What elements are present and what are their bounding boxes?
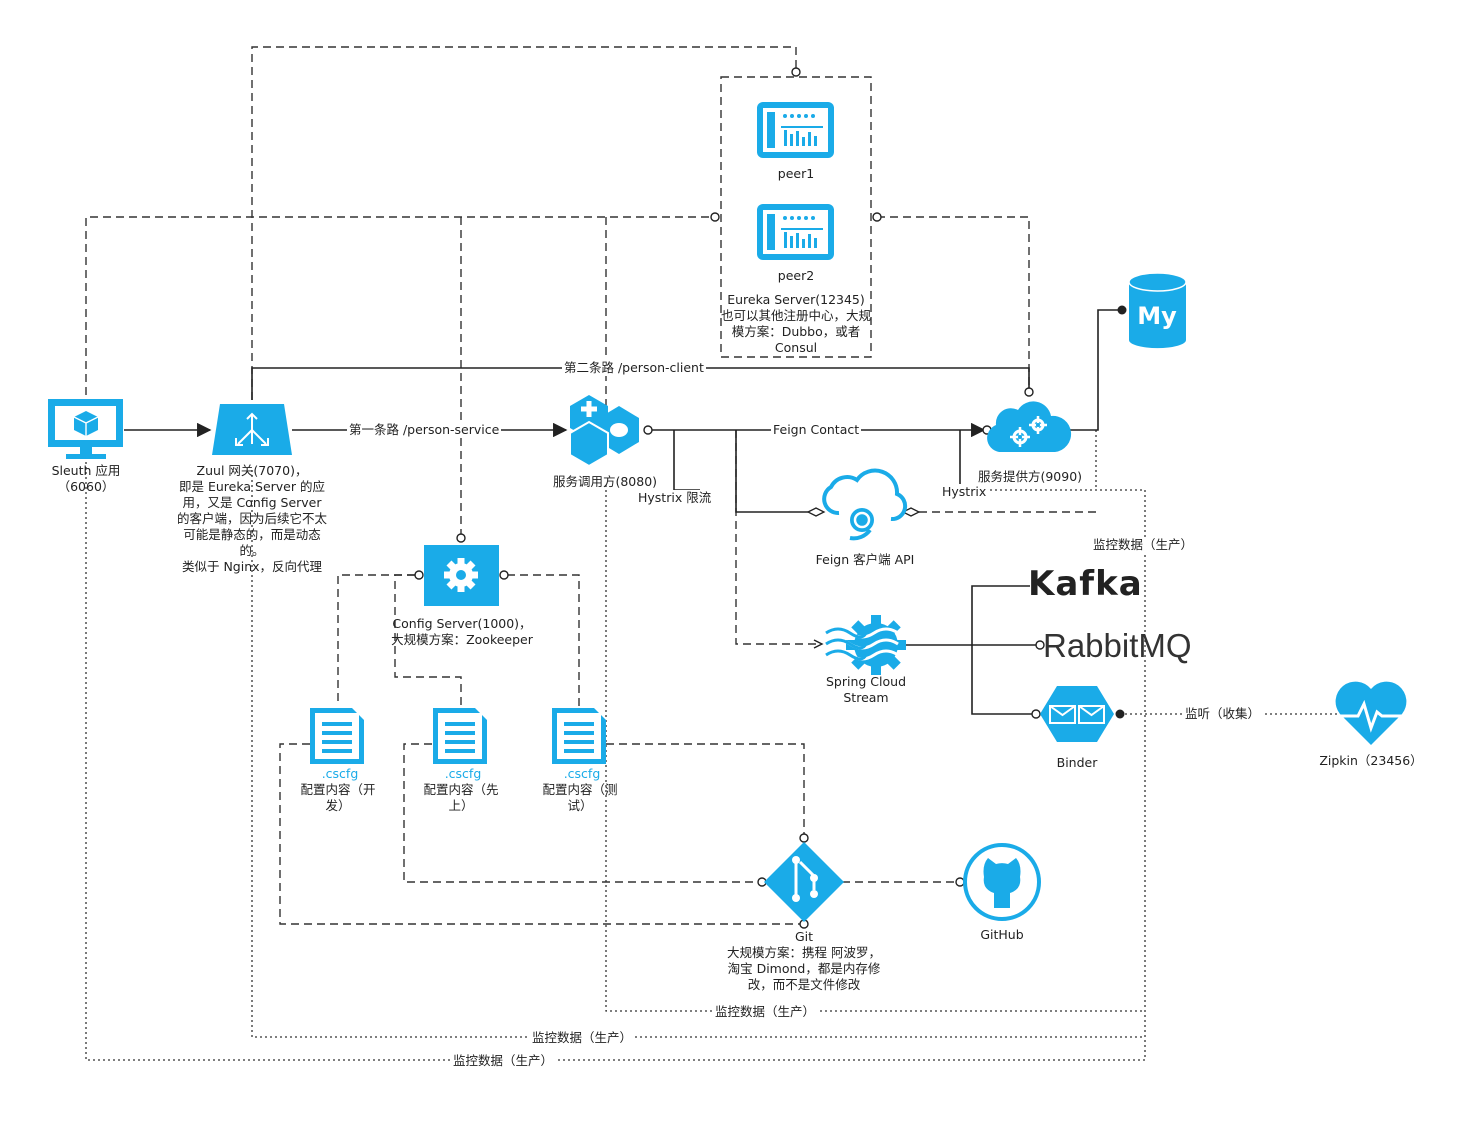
diamond-markers [806,507,921,517]
kafka-logo: Kafka [1028,564,1143,604]
feign-api-label: Feign 客户端 API [815,552,915,567]
connector-points [414,67,1045,929]
cloud-gears-icon [987,401,1072,453]
heartbeat-icon [1335,681,1407,745]
stream-waves-icon [825,615,906,675]
sleuth-label: Sleuth 应用 （6060） [51,463,121,494]
rabbitmq-logo: RabbitMQ [1043,627,1192,664]
zuul-label: Zuul 网关(7070)， 即是 Eureka Server 的应 用，又是 … [176,463,327,574]
cfg-test-ext: .cscfg [563,766,601,781]
envelope-hexagon-icon [1040,686,1114,742]
consumer-label: 服务调用方(8080) [552,474,658,489]
feign-contact-label: Feign Contact [771,422,862,438]
stream-label: Spring Cloud Stream [825,674,907,705]
cfg-dev-label: 配置内容（开 发） [300,782,376,813]
cfg-prod-label: 配置内容（先 上） [423,782,499,813]
monitor-label-zuul: 监控数据（生产） [530,1030,635,1046]
listen-label: 监听（收集） [1183,706,1263,722]
server-panel-icon [757,102,834,158]
monitor-line-sleuth [85,462,1146,1061]
binder-label: Binder [1056,755,1098,770]
monitor-label-provider: 监控数据（生产） [1091,537,1196,553]
document-icon [433,708,487,764]
route1-label: 第一条路 /person-service [347,422,502,438]
hystrix-label: Hystrix [940,484,989,500]
cfg-test-label: 配置内容（测 试） [542,782,618,813]
cloud-client-icon [822,468,908,541]
server-panel-icon [757,204,834,260]
monitor-line-zuul [251,470,1145,1038]
gear-icon [424,545,499,606]
document-icon [310,708,364,764]
monitor-line-consumer [605,485,1145,1012]
dashed-lines [85,46,1096,925]
route2-label: 第二条路 /person-client [562,360,706,376]
cfg-prod-ext: .cscfg [444,766,482,781]
config-server-label: Config Server(1000)， 大规模方案：Zookeeper [391,616,533,647]
mysql-database-icon [1128,272,1187,349]
hystrix-limit-label: Hystrix 限流 [636,490,714,506]
filled-connector-points [1115,305,1127,719]
git-icon [764,842,844,922]
hexagon-cluster-icon [569,395,639,468]
github-octocat-icon [963,843,1041,921]
peer1-label: peer1 [777,166,815,181]
monitor-label-consumer: 监控数据（生产） [713,1004,818,1020]
github-label: GitHub [980,927,1024,942]
document-icon [552,708,606,764]
eureka-label: Eureka Server(12345) 也可以其他注册中心，大规 模方案：Du… [720,292,871,355]
provider-label: 服务提供方(9090) [977,469,1083,484]
gateway-icon [212,404,292,455]
monitor-icon [48,399,123,459]
mysql-label: My [1137,302,1177,330]
git-label: Git 大规模方案：携程 阿波罗， 淘宝 Dimond，都是内存修 改，而不是文… [727,929,881,992]
peer2-label: peer2 [777,268,815,283]
zipkin-label: Zipkin（23456） [1319,753,1423,768]
monitor-lines [85,430,1338,1061]
cfg-dev-ext: .cscfg [321,766,359,781]
monitor-label-sleuth: 监控数据（生产） [451,1053,556,1069]
